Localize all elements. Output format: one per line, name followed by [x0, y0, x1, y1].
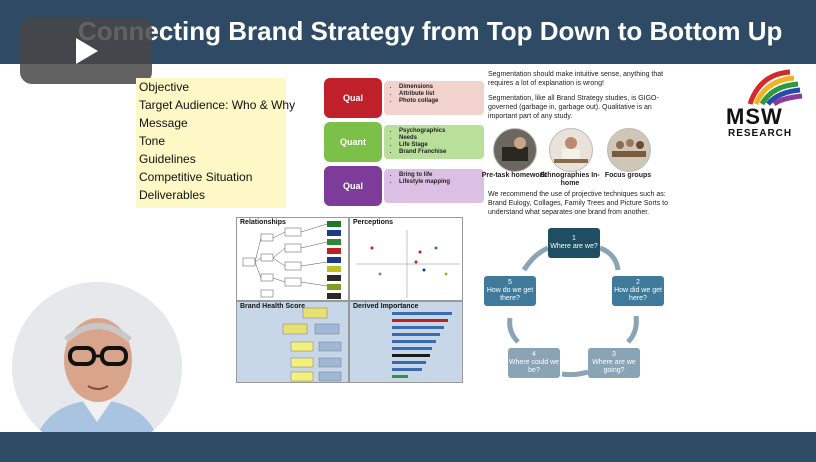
- method-item: Life Stage: [399, 142, 484, 149]
- msw-logo: MSW RESEARCH: [720, 68, 808, 140]
- ethnography-image: [549, 128, 593, 172]
- focus-group-image: [607, 128, 651, 172]
- segmentation-p2: Segmentation, like all Brand Strategy st…: [488, 95, 659, 120]
- cycle-step-1: 1 Where are we?: [548, 228, 600, 258]
- study-label: Pre-task homework: [481, 172, 547, 179]
- segmentation-text: Segmentation should make intuitive sense…: [488, 70, 668, 127]
- method-item: Lifestyle mapping: [399, 179, 484, 186]
- segmentation-p1: Segmentation should make intuitive sense…: [488, 71, 664, 87]
- method-item: Bring to life: [399, 172, 484, 179]
- objective-item: Competitive Situation: [139, 170, 253, 184]
- arrow-icon: [521, 245, 550, 272]
- study-label: Focus groups: [604, 172, 652, 179]
- perceptions-map: [356, 230, 460, 298]
- cycle-arrows: [507, 245, 639, 378]
- panel-title: Relationships: [240, 219, 286, 226]
- panel-title: Brand Health Score: [240, 303, 305, 310]
- method-item: Psychographics: [399, 128, 484, 135]
- objective-item: Objective: [139, 80, 190, 94]
- cycle-text: How did we get here?: [614, 287, 662, 302]
- arrow-icon: [507, 317, 520, 344]
- brand-health-panel: Brand Health Score: [236, 301, 349, 383]
- objective-item: Target Audience: Who & Why: [139, 98, 296, 112]
- cycle-text: Where are we going?: [592, 359, 636, 374]
- bottom-bar: [0, 432, 816, 462]
- arrow-icon: [626, 315, 639, 344]
- cycle-step-5: 5 How do we get there?: [484, 276, 536, 306]
- cycle-step-4: 4 Where could we be?: [508, 348, 560, 378]
- method-tag: Qual: [324, 78, 382, 118]
- method-item: Dimensions: [399, 84, 484, 91]
- arrow-icon: [599, 245, 621, 271]
- derived-importance-panel: Derived Importance: [349, 301, 463, 383]
- method-box: Dimensions Attribute list Photo collage: [384, 81, 484, 115]
- cycle-num: 2: [636, 279, 640, 286]
- cycle-num: 1: [572, 235, 576, 242]
- homework-image: [493, 128, 537, 172]
- cycle-num: 5: [508, 279, 512, 286]
- relationships-diagram: [242, 221, 341, 299]
- method-item: Attribute list: [399, 91, 484, 98]
- presenter-avatar: [12, 282, 182, 452]
- cycle-text: Where are we?: [550, 243, 598, 250]
- relationships-panel: Relationships: [236, 217, 349, 301]
- objective-item: Message: [139, 116, 188, 130]
- importance-bars: [392, 312, 452, 378]
- logo-swoosh-icon: [747, 69, 803, 107]
- logo-subtext: RESEARCH: [728, 128, 793, 139]
- recommendation-text: We recommend the use of projective techn…: [488, 191, 669, 216]
- objective-item: Guidelines: [139, 152, 196, 166]
- cycle-step-3: 3 Where are we going?: [588, 348, 640, 378]
- method-box: Psychographics Needs Life Stage Brand Fr…: [384, 125, 484, 159]
- method-item: Needs: [399, 135, 484, 142]
- objectives-list: Objective Target Audience: Who & Why Mes…: [136, 78, 296, 208]
- cycle-text: Where could we be?: [508, 359, 560, 374]
- logo-text: MSW: [726, 104, 783, 129]
- study-label: Ethnographies In-home: [540, 172, 600, 187]
- method-tag: Quant: [324, 122, 382, 162]
- slide-title: Connecting Brand Strategy from Top Down …: [78, 16, 783, 46]
- presenter-webcam: [12, 282, 182, 452]
- cycle-num: 3: [612, 351, 616, 358]
- panel-title: Derived Importance: [353, 303, 419, 310]
- objective-item: Deliverables: [139, 188, 206, 202]
- method-box: Bring to life Lifestyle mapping: [384, 169, 484, 203]
- perceptions-panel: Perceptions: [349, 217, 463, 301]
- cycle-text: How do we get there?: [486, 287, 534, 302]
- method-tag: Qual: [324, 166, 382, 206]
- health-diagram: [282, 307, 342, 382]
- play-button[interactable]: [20, 18, 152, 84]
- panel-title: Perceptions: [353, 219, 394, 226]
- cycle-num: 4: [532, 351, 536, 358]
- play-icon: [76, 38, 98, 64]
- objective-item: Tone: [139, 134, 166, 148]
- method-item: Brand Franchise: [399, 149, 484, 156]
- arrow-icon: [561, 369, 589, 378]
- method-item: Photo collage: [399, 98, 484, 105]
- cycle-step-2: 2 How did we get here?: [612, 276, 664, 306]
